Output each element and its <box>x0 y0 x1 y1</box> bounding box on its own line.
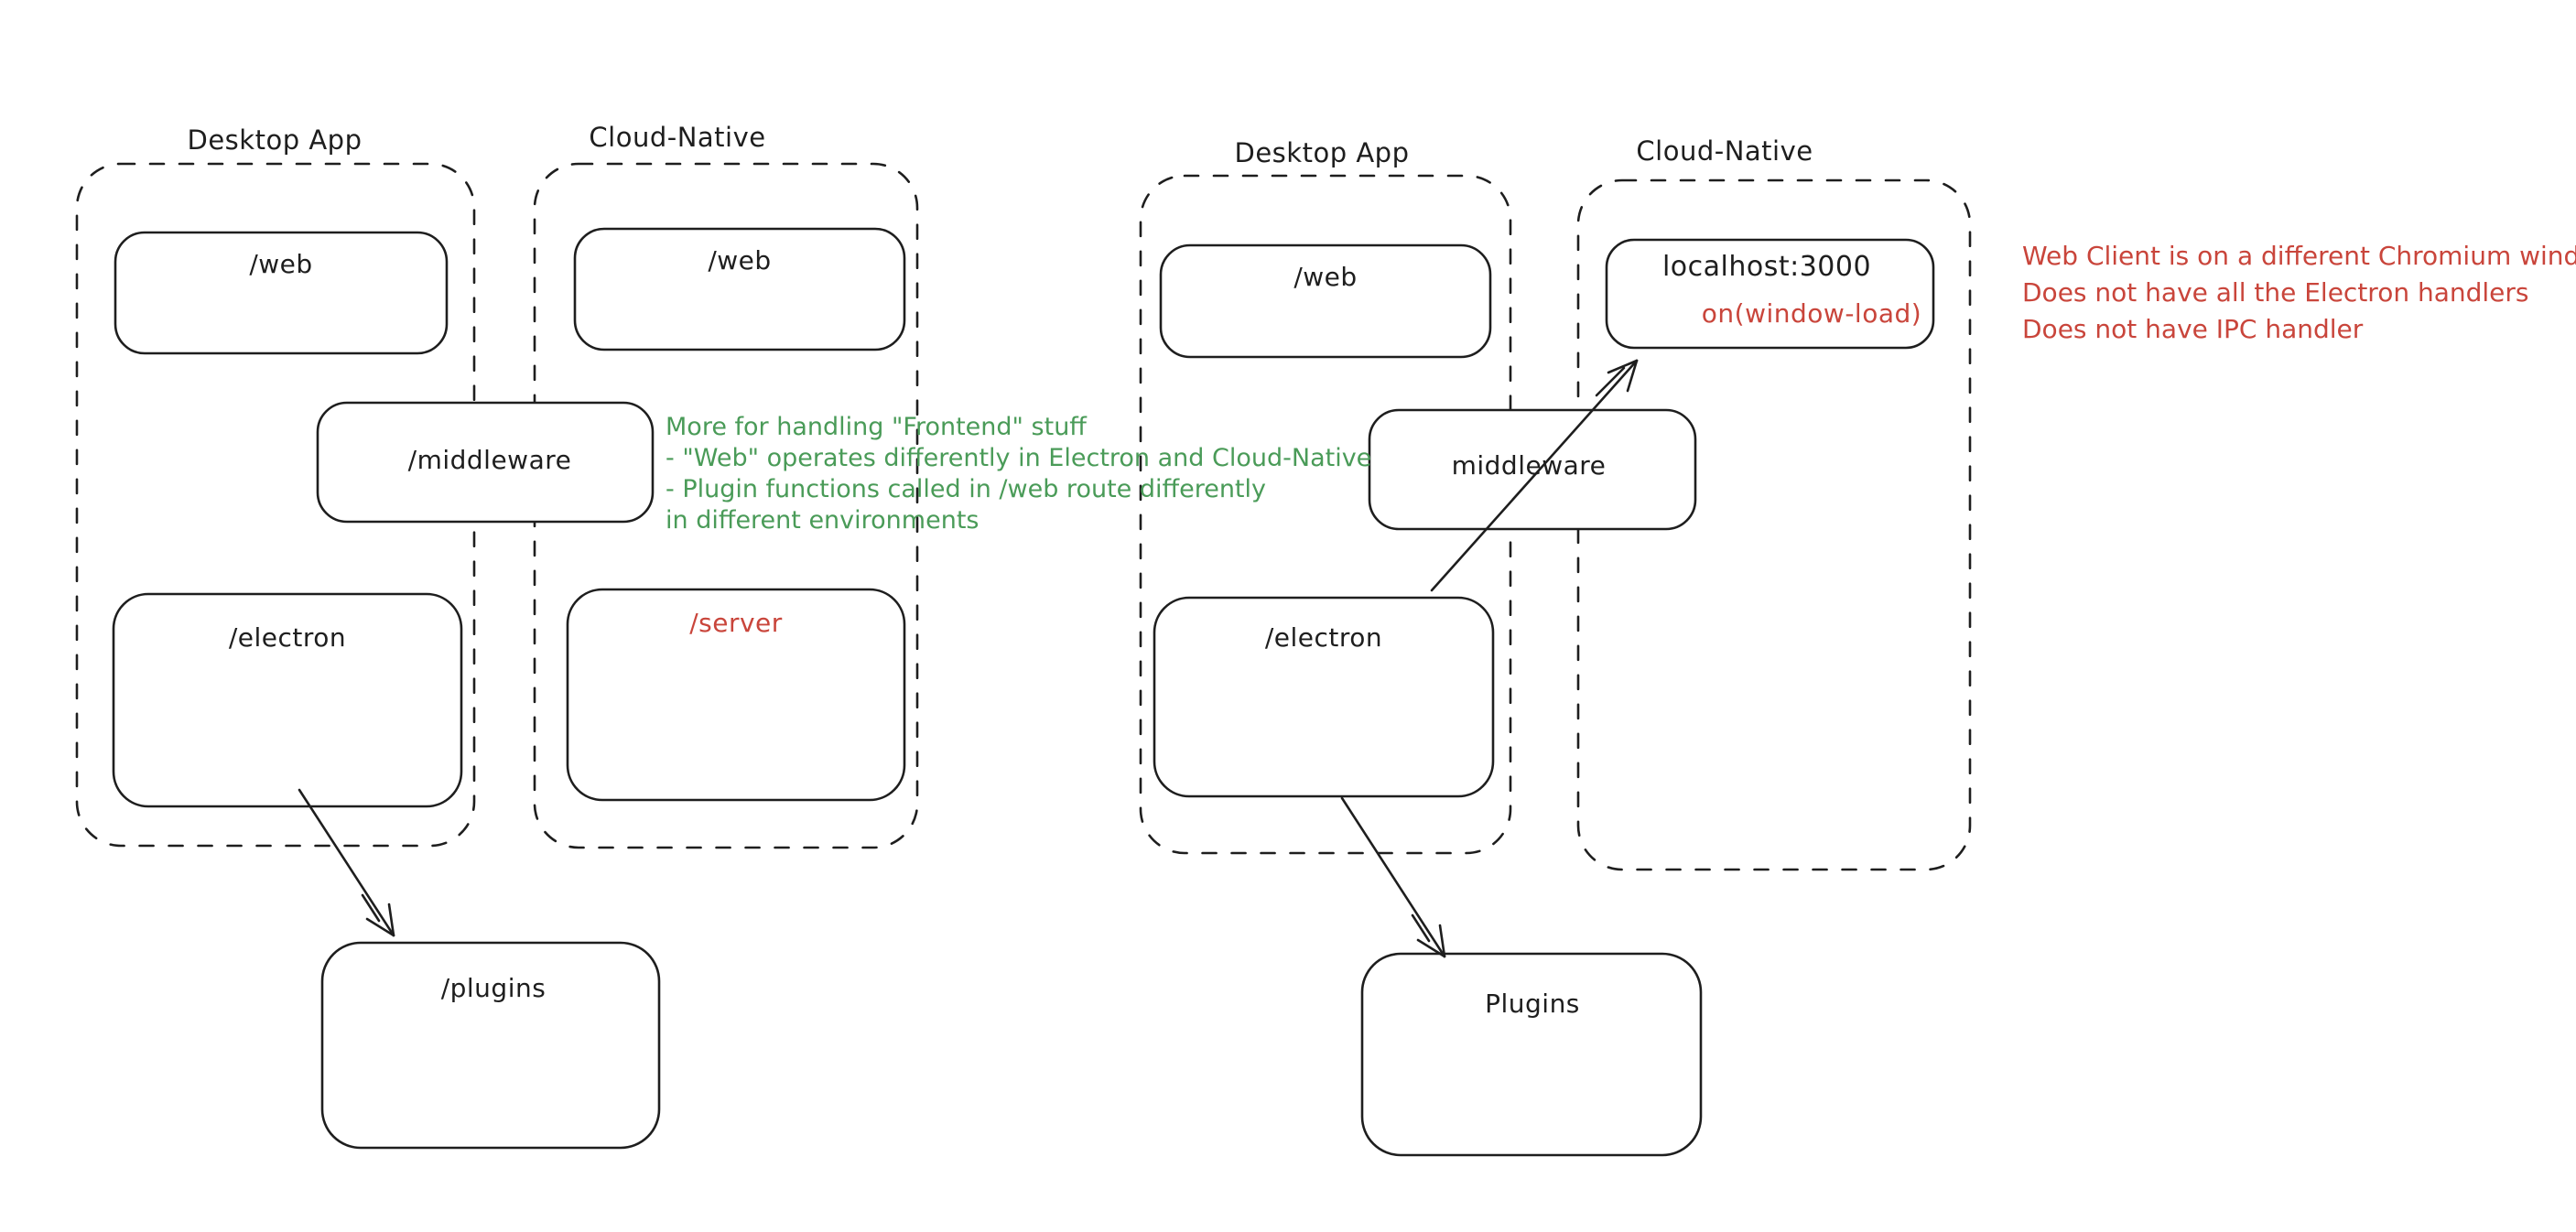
left-desktop-app-title: Desktop App <box>187 124 363 156</box>
right-cloud-native-container <box>1576 178 1972 871</box>
left-web-cloud-label: /web <box>708 245 772 276</box>
left-cloud-native-container <box>533 162 919 849</box>
frontend-note: More for handling "Frontend" stuff - "We… <box>666 412 1371 536</box>
right-plugins-label: Plugins <box>1485 989 1580 1019</box>
frontend-note-line-1: More for handling "Frontend" stuff <box>666 413 1087 441</box>
left-electron-label: /electron <box>228 622 347 653</box>
left-server-box <box>566 588 906 802</box>
left-web-desktop-label: /web <box>249 249 313 279</box>
right-web-desktop-box <box>1159 243 1492 359</box>
frontend-note-line-4: in different environments <box>666 506 980 535</box>
left-plugins-box <box>320 941 661 1150</box>
arrow-electron-to-plugins-right <box>1340 796 1446 958</box>
arrow-electron-to-localhost <box>1430 359 1639 592</box>
web-client-note: Web Client is on a different Chromium wi… <box>2022 238 2576 348</box>
right-electron-label: /electron <box>1264 622 1383 653</box>
arrow-electron-to-plugins-left <box>298 788 395 937</box>
web-client-note-line-2: Does not have all the Electron handlers <box>2022 277 2529 308</box>
right-localhost-box <box>1605 238 1935 350</box>
left-electron-box <box>112 592 463 808</box>
left-plugins-label: /plugins <box>440 973 547 1003</box>
right-web-desktop-label: /web <box>1293 262 1358 292</box>
right-plugins-box <box>1360 952 1703 1157</box>
right-electron-box <box>1153 596 1495 798</box>
left-web-cloud-box <box>573 227 906 351</box>
frontend-note-line-3: - Plugin functions called in /web route … <box>666 475 1267 503</box>
left-web-desktop-box <box>114 231 449 355</box>
web-client-note-line-3: Does not have IPC handler <box>2022 314 2364 344</box>
right-window-load-label: on(window-load) <box>1701 298 1922 329</box>
right-cloud-native-title: Cloud-Native <box>1636 135 1813 167</box>
frontend-note-line-2: - "Web" operates differently in Electron… <box>666 444 1372 472</box>
left-server-label: /server <box>689 608 783 638</box>
left-cloud-native-title: Cloud-Native <box>589 122 766 153</box>
right-middleware-label: middleware <box>1451 450 1607 481</box>
left-middleware-label: /middleware <box>407 445 572 475</box>
right-localhost-label: localhost:3000 <box>1661 251 1872 283</box>
web-client-note-line-1: Web Client is on a different Chromium wi… <box>2022 241 2576 271</box>
right-middleware-box <box>1368 408 1697 531</box>
left-middleware-box <box>316 401 655 524</box>
right-desktop-app-title: Desktop App <box>1234 137 1410 168</box>
